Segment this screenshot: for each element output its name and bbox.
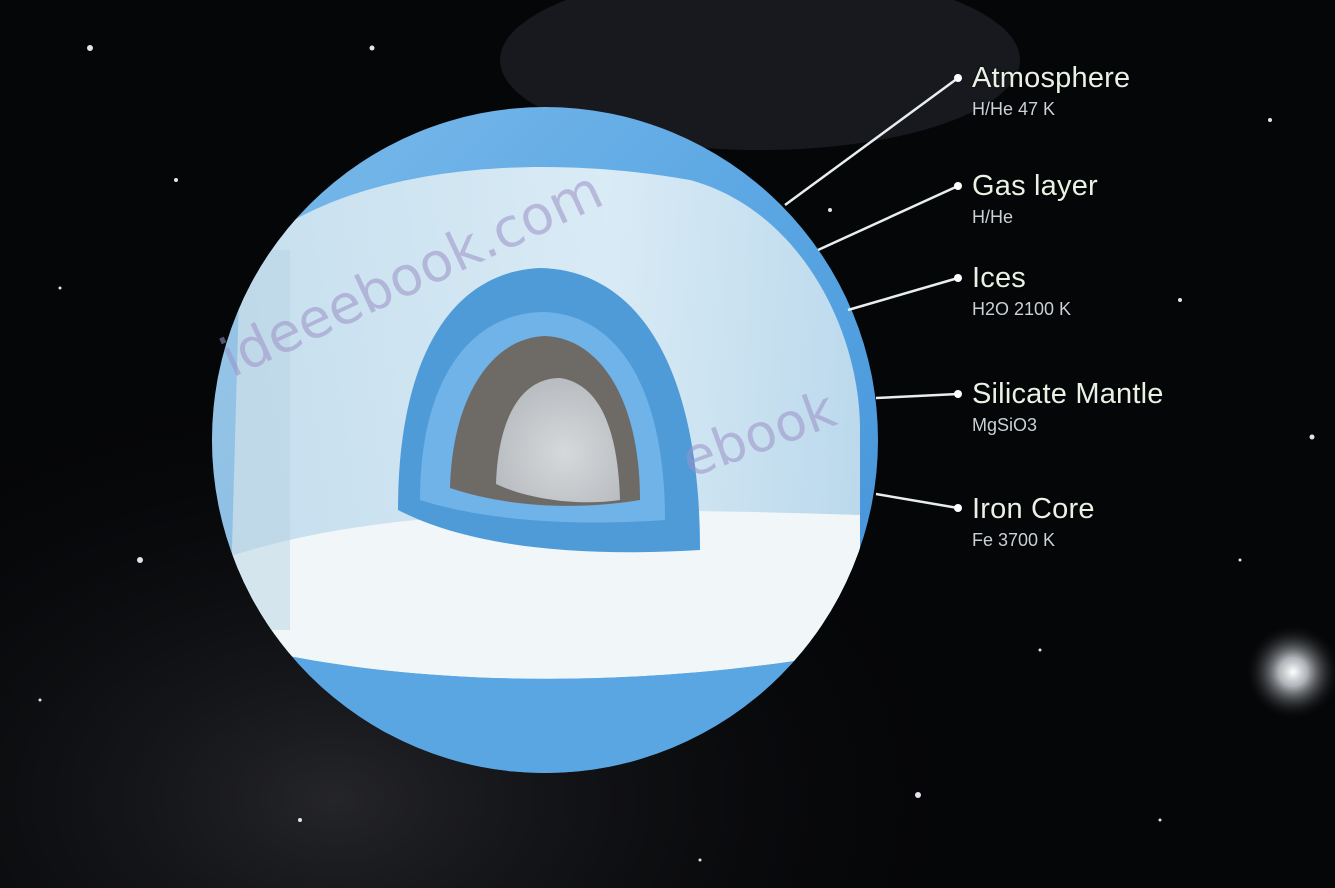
label-ices: Ices H2O 2100 K [972, 262, 1071, 320]
leader-line-atmosphere [784, 76, 959, 207]
label-silicate-mantle: Silicate Mantle MgSiO3 [972, 378, 1164, 436]
layer-detail-ices: H2O 2100 K [972, 299, 1072, 319]
layer-detail-silicate-mantle: MgSiO3 [972, 415, 1038, 435]
leader-lines [784, 76, 959, 510]
bright-star [1245, 624, 1335, 720]
label-iron-core: Iron Core Fe 3700 K [972, 493, 1095, 551]
leader-line-gas-layer [817, 184, 959, 252]
star-field [38, 45, 1315, 862]
label-gas-layer: Gas layer H/He [972, 170, 1098, 228]
nebula-haze-top [500, 0, 1020, 150]
leader-dots [954, 74, 962, 512]
layer-name-gas-layer: Gas layer [972, 170, 1098, 202]
layer-detail-gas-layer: H/He [972, 207, 1014, 227]
layer-name-iron-core: Iron Core [972, 493, 1095, 525]
leader-line-iron-core [875, 492, 959, 510]
iron-core [496, 378, 620, 503]
layer-detail-atmosphere: H/He 47 K [972, 99, 1056, 119]
ice-shell-lower [220, 510, 860, 679]
planet-cutaway [212, 107, 878, 773]
layer-name-atmosphere: Atmosphere [972, 62, 1131, 94]
label-atmosphere: Atmosphere H/He 47 K [972, 62, 1130, 120]
layer-name-ices: Ices [972, 262, 1026, 294]
layer-detail-iron-core: Fe 3700 K [972, 530, 1056, 550]
leader-line-ices [847, 276, 959, 312]
layer-name-silicate-mantle: Silicate Mantle [972, 378, 1164, 410]
leader-line-silicate-mantle [875, 392, 959, 400]
